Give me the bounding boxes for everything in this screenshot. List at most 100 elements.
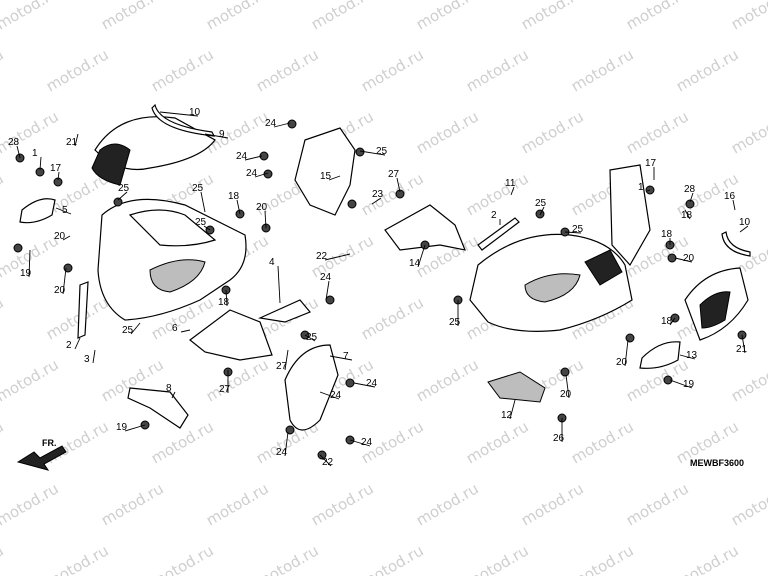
callout-number: 28 bbox=[684, 184, 696, 195]
callout-number: 25 bbox=[535, 198, 547, 209]
left-inner-panel bbox=[189, 309, 273, 361]
bolt-fastener bbox=[663, 375, 673, 385]
watermark-text: motod.ru bbox=[0, 541, 7, 576]
right-fairing-grille bbox=[584, 249, 623, 286]
leader-line bbox=[284, 349, 289, 371]
watermark-text: motod.ru bbox=[0, 107, 62, 157]
callout-number: 20 bbox=[560, 389, 572, 400]
callout-number: 21 bbox=[66, 137, 78, 148]
watermark-text: motod.ru bbox=[568, 417, 637, 467]
callout-number: 27 bbox=[276, 361, 288, 372]
callout-number: 13 bbox=[686, 350, 698, 361]
callout-number: 24 bbox=[320, 272, 332, 283]
bolt-fastener bbox=[259, 151, 269, 161]
callout-number: 19 bbox=[683, 379, 695, 390]
leader-line bbox=[674, 257, 693, 263]
callout-number: 27 bbox=[219, 384, 231, 395]
bolt-fastener bbox=[685, 199, 695, 209]
leader-line bbox=[679, 354, 696, 360]
right-trim-strip bbox=[721, 231, 751, 257]
callout-number: 27 bbox=[388, 169, 400, 180]
callout-number: 10 bbox=[189, 107, 201, 118]
watermark-text: motod.ru bbox=[623, 0, 692, 33]
upper-cowl-dark-panel bbox=[91, 143, 131, 186]
callout-number: 19 bbox=[20, 268, 32, 279]
left-mirror-cover bbox=[19, 198, 56, 224]
bolt-fastener bbox=[287, 119, 297, 129]
callout-number: 25 bbox=[449, 317, 461, 328]
watermark-text: motod.ru bbox=[0, 479, 62, 529]
callout-number: 15 bbox=[320, 171, 332, 182]
watermark-text: motod.ru bbox=[358, 45, 427, 95]
callout-number: 2 bbox=[66, 340, 72, 351]
watermark-text: motod.ru bbox=[253, 541, 322, 576]
callout-number: 14 bbox=[409, 258, 421, 269]
watermark-text: motod.ru bbox=[203, 0, 272, 33]
callout-number: 25 bbox=[122, 325, 134, 336]
watermark-text: motod.ru bbox=[413, 107, 482, 157]
left-fairing-inner-panel bbox=[128, 209, 217, 247]
leader-line bbox=[624, 339, 629, 367]
bolt-fastener bbox=[560, 367, 570, 377]
leader-line bbox=[180, 329, 191, 333]
leader-line bbox=[277, 265, 281, 304]
callout-number: 25 bbox=[572, 224, 584, 235]
bolt-fastener bbox=[347, 199, 357, 209]
callout-number: 3 bbox=[84, 354, 90, 365]
leader-line bbox=[200, 191, 206, 213]
leader-line bbox=[254, 172, 269, 178]
callout-number: 21 bbox=[736, 344, 748, 355]
watermark-text: motod.ru bbox=[0, 0, 62, 33]
watermark-text: motod.ru bbox=[518, 479, 587, 529]
leader-line bbox=[236, 199, 241, 215]
callout-number: 25 bbox=[118, 183, 130, 194]
callout-number: 6 bbox=[172, 323, 178, 334]
callout-number: 17 bbox=[50, 163, 62, 174]
leader-line bbox=[669, 317, 676, 326]
bolt-fastener bbox=[667, 253, 677, 263]
leader-line bbox=[225, 289, 228, 307]
bolt-fastener bbox=[63, 263, 73, 273]
callout-number: 24 bbox=[265, 118, 277, 129]
watermark-text: motod.ru bbox=[673, 45, 742, 95]
callout-number: 12 bbox=[501, 410, 513, 421]
leader-line bbox=[359, 150, 386, 156]
watermark-text: motod.ru bbox=[308, 0, 377, 33]
callout-number: 25 bbox=[195, 217, 207, 228]
callout-number: 19 bbox=[116, 422, 128, 433]
watermark-text: motod.ru bbox=[568, 45, 637, 95]
callout-number: 26 bbox=[553, 433, 565, 444]
watermark-text: motod.ru bbox=[203, 355, 272, 405]
callout-number: 23 bbox=[372, 189, 384, 200]
left-side-strip bbox=[77, 281, 89, 339]
center-lower-duct bbox=[384, 204, 466, 251]
watermark-text: motod.ru bbox=[463, 417, 532, 467]
leader-line bbox=[669, 379, 693, 389]
leader-line bbox=[62, 267, 67, 295]
leader-line bbox=[92, 349, 96, 364]
callout-number: 1 bbox=[638, 182, 644, 193]
leader-line bbox=[204, 133, 229, 139]
leader-line bbox=[732, 199, 736, 211]
watermark-text: motod.ru bbox=[308, 479, 377, 529]
bolt-fastener bbox=[355, 147, 365, 157]
watermark-text: motod.ru bbox=[673, 541, 742, 576]
right-side-strip bbox=[477, 217, 520, 251]
leader-line bbox=[324, 253, 351, 261]
leader-line bbox=[353, 382, 376, 388]
leader-line bbox=[325, 280, 330, 301]
callout-number: 10 bbox=[739, 217, 751, 228]
leader-line bbox=[739, 225, 749, 233]
leader-line bbox=[130, 322, 141, 335]
leader-line bbox=[689, 192, 694, 203]
right-cowl-dark-panel bbox=[699, 291, 731, 329]
callout-number: 2 bbox=[491, 210, 497, 221]
leader-line bbox=[319, 454, 332, 467]
leader-line bbox=[371, 197, 382, 205]
watermark-text: motod.ru bbox=[413, 479, 482, 529]
callout-number: 25 bbox=[376, 146, 388, 157]
callout-number: 18 bbox=[218, 297, 230, 308]
leader-line bbox=[349, 439, 371, 447]
leader-line bbox=[28, 249, 31, 278]
